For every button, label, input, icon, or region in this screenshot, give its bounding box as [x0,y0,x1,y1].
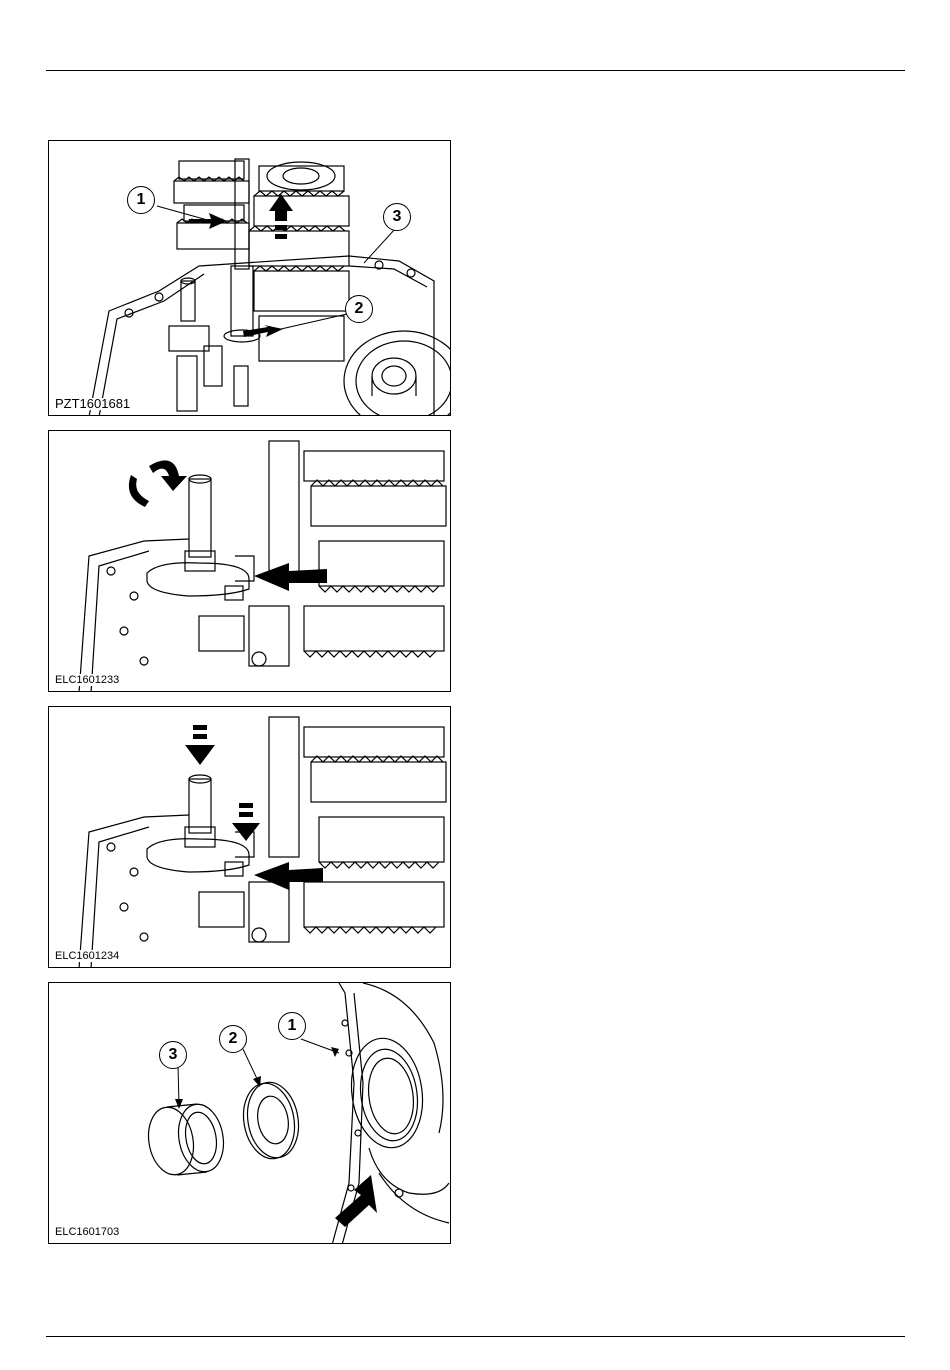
callout-1: 1 [127,186,155,214]
figure-1-illustration [49,141,451,416]
figure-code: ELC1601703 [55,1226,121,1238]
footer-rule [46,1336,905,1337]
callout-3: 3 [383,203,411,231]
figure-3-illustration [49,707,451,968]
callout-2: 2 [219,1025,247,1053]
figure-code: ELC1601234 [55,950,121,962]
figure-4-illustration [49,983,451,1244]
figure-2-illustration [49,431,451,692]
figure-3: ELC1601234 [48,706,451,968]
figure-4: 1 2 3 ELC1601703 [48,982,451,1244]
callout-1: 1 [278,1012,306,1040]
figure-code: PZT1601681 [55,398,132,410]
figure-1: 1 2 3 PZT1601681 [48,140,451,416]
figure-2: ELC1601233 [48,430,451,692]
header-rule [46,70,905,71]
callout-3: 3 [159,1041,187,1069]
callout-2: 2 [345,295,373,323]
figure-code: ELC1601233 [55,674,121,686]
